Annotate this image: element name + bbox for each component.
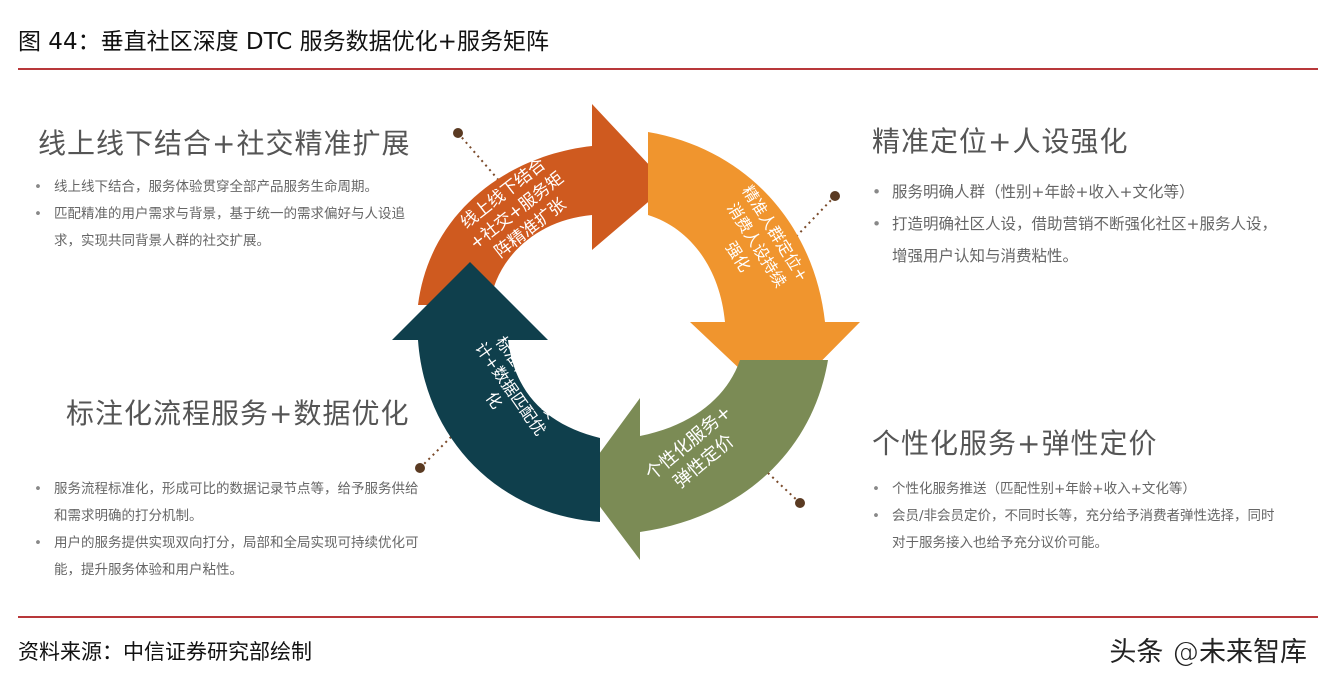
top-rule: [18, 68, 1318, 70]
leader-dot-bottom-left: [415, 463, 425, 473]
list-item: 服务流程标准化，形成可比的数据记录节点等，给予服务供给和需求明确的打分机制。: [30, 476, 420, 530]
source-note: 资料来源：中信证券研究部绘制: [18, 640, 312, 664]
leader-top-right: [789, 195, 836, 244]
section-title-top-left: 线上线下结合+社交精准扩展: [38, 127, 411, 160]
arrow-bottom-right: [580, 360, 828, 560]
leader-dot-top-right: [830, 191, 840, 201]
list-item: 用户的服务提供实现双向打分，局部和全局实现可持续优化可能，提升服务体验和用户粘性…: [30, 530, 420, 584]
arrow-top-right: [648, 132, 860, 405]
list-item: 线上线下结合，服务体验贯穿全部产品服务生命周期。: [30, 174, 410, 201]
arrow-top-left: [418, 104, 668, 305]
section-title-bottom-right: 个性化服务+弹性定价: [872, 427, 1158, 460]
list-item: 会员/非会员定价，不同时长等，充分给予消费者弹性选择，同时对于服务接入也给予充分…: [868, 503, 1288, 557]
section-list-bottom-left: 服务流程标准化，形成可比的数据记录节点等，给予服务供给和需求明确的打分机制。 用…: [30, 476, 420, 584]
figure-title: 图 44：垂直社区深度 DTC 服务数据优化+服务矩阵: [18, 29, 549, 55]
leader-bottom-left: [419, 409, 479, 469]
section-list-top-right: 服务明确人群（性别+年龄+收入+文化等） 打造明确社区人设，借助营销不断强化社区…: [868, 176, 1288, 272]
leader-dot-bottom-right: [795, 498, 805, 508]
section-list-bottom-right: 个性化服务推送（匹配性别+年龄+收入+文化等） 会员/非会员定价，不同时长等，充…: [868, 476, 1288, 557]
bottom-rule: [18, 616, 1318, 618]
section-title-bottom-left: 标注化流程服务+数据优化: [66, 397, 410, 430]
watermark: 头条 @未来智库: [1109, 637, 1307, 668]
list-item: 个性化服务推送（匹配性别+年龄+收入+文化等）: [868, 476, 1288, 503]
list-item: 服务明确人群（性别+年龄+收入+文化等）: [868, 176, 1288, 208]
arrow-bottom-left: [392, 262, 600, 522]
list-item: 打造明确社区人设，借助营销不断强化社区+服务人设，增强用户认知与消费粘性。: [868, 208, 1288, 272]
section-title-top-right: 精准定位+人设强化: [872, 125, 1129, 158]
section-list-top-left: 线上线下结合，服务体验贯穿全部产品服务生命周期。 匹配精准的用户需求与背景，基于…: [30, 174, 410, 255]
leader-dot-top-left: [453, 128, 463, 138]
list-item: 匹配精准的用户需求与背景，基于统一的需求偏好与人设追求，实现共同背景人群的社交扩…: [30, 201, 410, 255]
